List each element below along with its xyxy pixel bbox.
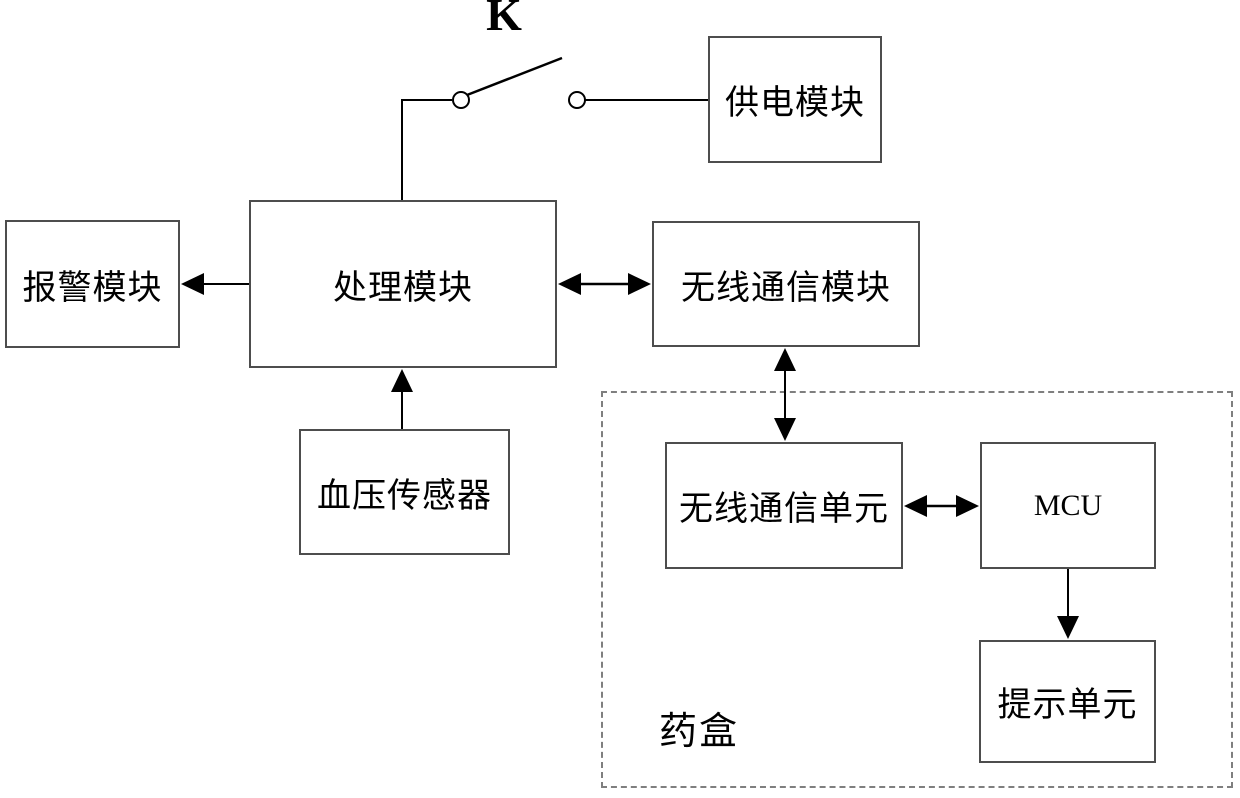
processing-module-box: 处理模块: [249, 200, 557, 368]
arrow-right-head-icon: [628, 273, 651, 295]
arrow-down-head-icon: [774, 418, 796, 441]
medicine-box-group-border: [601, 391, 1233, 788]
arrow-left-head-icon: [558, 273, 581, 295]
arrow-right-head-icon: [956, 495, 979, 517]
wireless-comm-unit-box: 无线通信单元: [665, 442, 903, 569]
switch-contact-left-icon: [452, 91, 470, 109]
wireless-comm-module-box: 无线通信模块: [652, 221, 920, 347]
medicine-box-group-label: 药盒: [658, 711, 739, 753]
bp-sensor-box: 血压传感器: [299, 429, 510, 555]
prompt-unit-box: 提示单元: [979, 640, 1156, 763]
mcu-box: MCU: [980, 442, 1156, 569]
arrow-up-head-icon: [774, 348, 796, 371]
mcu-label: MCU: [1033, 488, 1103, 522]
arrow-left-head-icon: [904, 495, 927, 517]
switch-label-k: K: [486, 0, 522, 40]
power-module-label: 供电模块: [725, 85, 865, 122]
arrow-down-head-icon: [1057, 616, 1079, 639]
wireless-comm-unit-label: 无线通信单元: [679, 491, 889, 528]
wireless-comm-module-label: 无线通信模块: [681, 269, 891, 307]
power-module-box: 供电模块: [708, 36, 882, 163]
bp-sensor-label: 血压传感器: [317, 477, 492, 515]
processing-module-label: 处理模块: [333, 269, 473, 307]
switch-lever-icon: [466, 56, 563, 97]
alarm-module-box: 报警模块: [5, 220, 180, 348]
arrow-up-head-icon: [391, 369, 413, 392]
switch-wire-left: [401, 99, 452, 200]
switch-contact-right-icon: [568, 91, 586, 109]
prompt-unit-label: 提示单元: [997, 687, 1138, 724]
alarm-module-label: 报警模块: [22, 269, 163, 307]
arrow-left-head-icon: [181, 273, 204, 295]
